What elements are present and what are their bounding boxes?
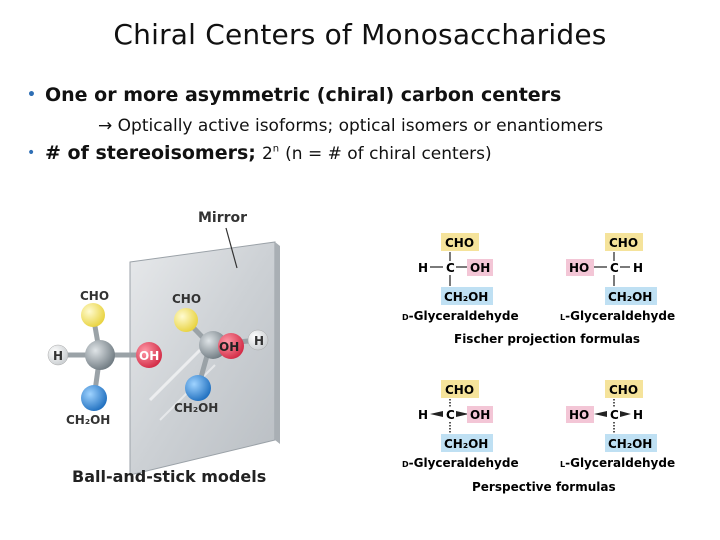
perspective-d-name: D-Glyceraldehyde xyxy=(402,456,519,470)
label-box xyxy=(467,406,493,423)
slide-title: Chiral Centers of Monosaccharides xyxy=(113,18,607,51)
label-box xyxy=(441,233,479,251)
hydrogen-ball xyxy=(47,344,69,366)
perspective-d-left: H xyxy=(418,408,428,422)
wedge-bond xyxy=(430,411,443,417)
perspective-d-bottom: CH₂OH xyxy=(444,437,488,451)
fischer-d-right: OH xyxy=(470,261,490,275)
mirror-sheen-line xyxy=(148,348,202,402)
perspective-l-top: CHO xyxy=(609,383,638,397)
mirror-pointer xyxy=(225,227,238,269)
label-box xyxy=(441,434,493,452)
mirror-edge xyxy=(275,242,280,444)
fischer-l-left: HO xyxy=(569,261,589,275)
right-model-top-label: CHO xyxy=(172,292,201,306)
label-box xyxy=(605,233,643,251)
fischer-d-center: C xyxy=(446,261,455,275)
fischer-d-bottom: CH₂OH xyxy=(444,290,488,304)
aldehyde-ball xyxy=(174,308,198,332)
right-ball-stick-model: CHO OH H CH₂OH xyxy=(172,292,269,415)
fischer-d-name: D-Glyceraldehyde xyxy=(402,309,519,323)
perspective-l-left: HO xyxy=(569,408,589,422)
fischer-caption: Fischer projection formulas xyxy=(454,332,640,346)
wedge-bond xyxy=(620,411,631,417)
carbon-ball xyxy=(85,340,115,370)
sub-bullet-text: Optically active isoforms; optical isome… xyxy=(117,116,604,136)
fischer-d-top: CHO xyxy=(445,236,474,250)
left-model-bottom-label: CH₂OH xyxy=(66,413,110,427)
aldehyde-ball xyxy=(81,303,105,327)
left-model-top-label: CHO xyxy=(80,289,109,303)
wedge-bond xyxy=(594,411,607,417)
left-model-left-label: H xyxy=(53,349,63,363)
perspective-caption: Perspective formulas xyxy=(472,480,616,494)
fischer-l-right: H xyxy=(633,261,643,275)
fischer-l-center: C xyxy=(610,261,619,275)
perspective-d-right: OH xyxy=(470,408,490,422)
bullet-text: One or more asymmetric (chiral) carbon c… xyxy=(45,84,562,106)
label-box xyxy=(605,434,657,452)
perspective-l-right: H xyxy=(633,408,643,422)
formula-explanation: (n = # of chiral centers) xyxy=(285,144,492,164)
ch2oh-ball xyxy=(81,385,107,411)
right-arrow-icon: → xyxy=(98,116,113,136)
bullet-chiral-centers: • One or more asymmetric (chiral) carbon … xyxy=(27,84,561,106)
mirror-label: Mirror xyxy=(198,210,247,226)
right-model-bottom-label: CH₂OH xyxy=(174,401,218,415)
label-box xyxy=(566,259,594,276)
perspective-l-glyceraldehyde: CHO HO C H CH₂OH L-Glyceraldehyde xyxy=(560,380,675,470)
fischer-l-bottom: CH₂OH xyxy=(608,290,652,304)
label-box xyxy=(605,380,643,398)
fischer-l-top: CHO xyxy=(609,236,638,250)
hydrogen-ball xyxy=(247,329,269,351)
bullet-stereoisomers: • # of stereoisomers; 2n (n = # of chiral… xyxy=(27,142,492,164)
bullet-dot-icon: • xyxy=(27,145,36,161)
perspective-l-bottom: CH₂OH xyxy=(608,437,652,451)
ch2oh-ball xyxy=(185,375,211,401)
ball-and-stick-caption: Ball-and-stick models xyxy=(72,467,266,486)
left-ball-stick-model: CHO H OH CH₂OH xyxy=(47,289,162,427)
label-box xyxy=(467,259,493,276)
wedge-bond xyxy=(456,411,469,417)
left-model-right-label: OH xyxy=(139,349,159,363)
perspective-l-name: L-Glyceraldehyde xyxy=(560,456,675,470)
perspective-d-center: C xyxy=(446,408,455,422)
formula-base: 2 xyxy=(261,144,273,164)
fischer-l-name: L-Glyceraldehyde xyxy=(560,309,675,323)
perspective-d-glyceraldehyde: CHO H C OH CH₂OH D-Glyceraldehyde xyxy=(402,380,519,470)
label-box xyxy=(441,380,479,398)
fischer-l-glyceraldehyde: CHO HO C H CH₂OH L-Glyceraldehyde xyxy=(560,233,675,323)
hydroxyl-ball xyxy=(218,333,244,359)
label-box xyxy=(605,287,657,305)
perspective-l-center: C xyxy=(610,408,619,422)
right-model-right-label: H xyxy=(254,334,264,348)
bullet-dot-icon: • xyxy=(27,87,36,103)
perspective-d-top: CHO xyxy=(445,383,474,397)
fischer-d-glyceraldehyde: CHO H C OH CH₂OH D-Glyceraldehyde xyxy=(402,233,519,323)
right-model-left-label: OH xyxy=(219,340,239,354)
label-box xyxy=(441,287,493,305)
bullet-strong-text: # of stereoisomers; xyxy=(45,142,256,164)
formula-exponent: n xyxy=(272,143,280,155)
fischer-d-left: H xyxy=(418,261,428,275)
hydroxyl-ball xyxy=(136,342,162,368)
label-box xyxy=(566,406,594,423)
sub-bullet-isoforms: → Optically active isoforms; optical iso… xyxy=(98,116,603,136)
